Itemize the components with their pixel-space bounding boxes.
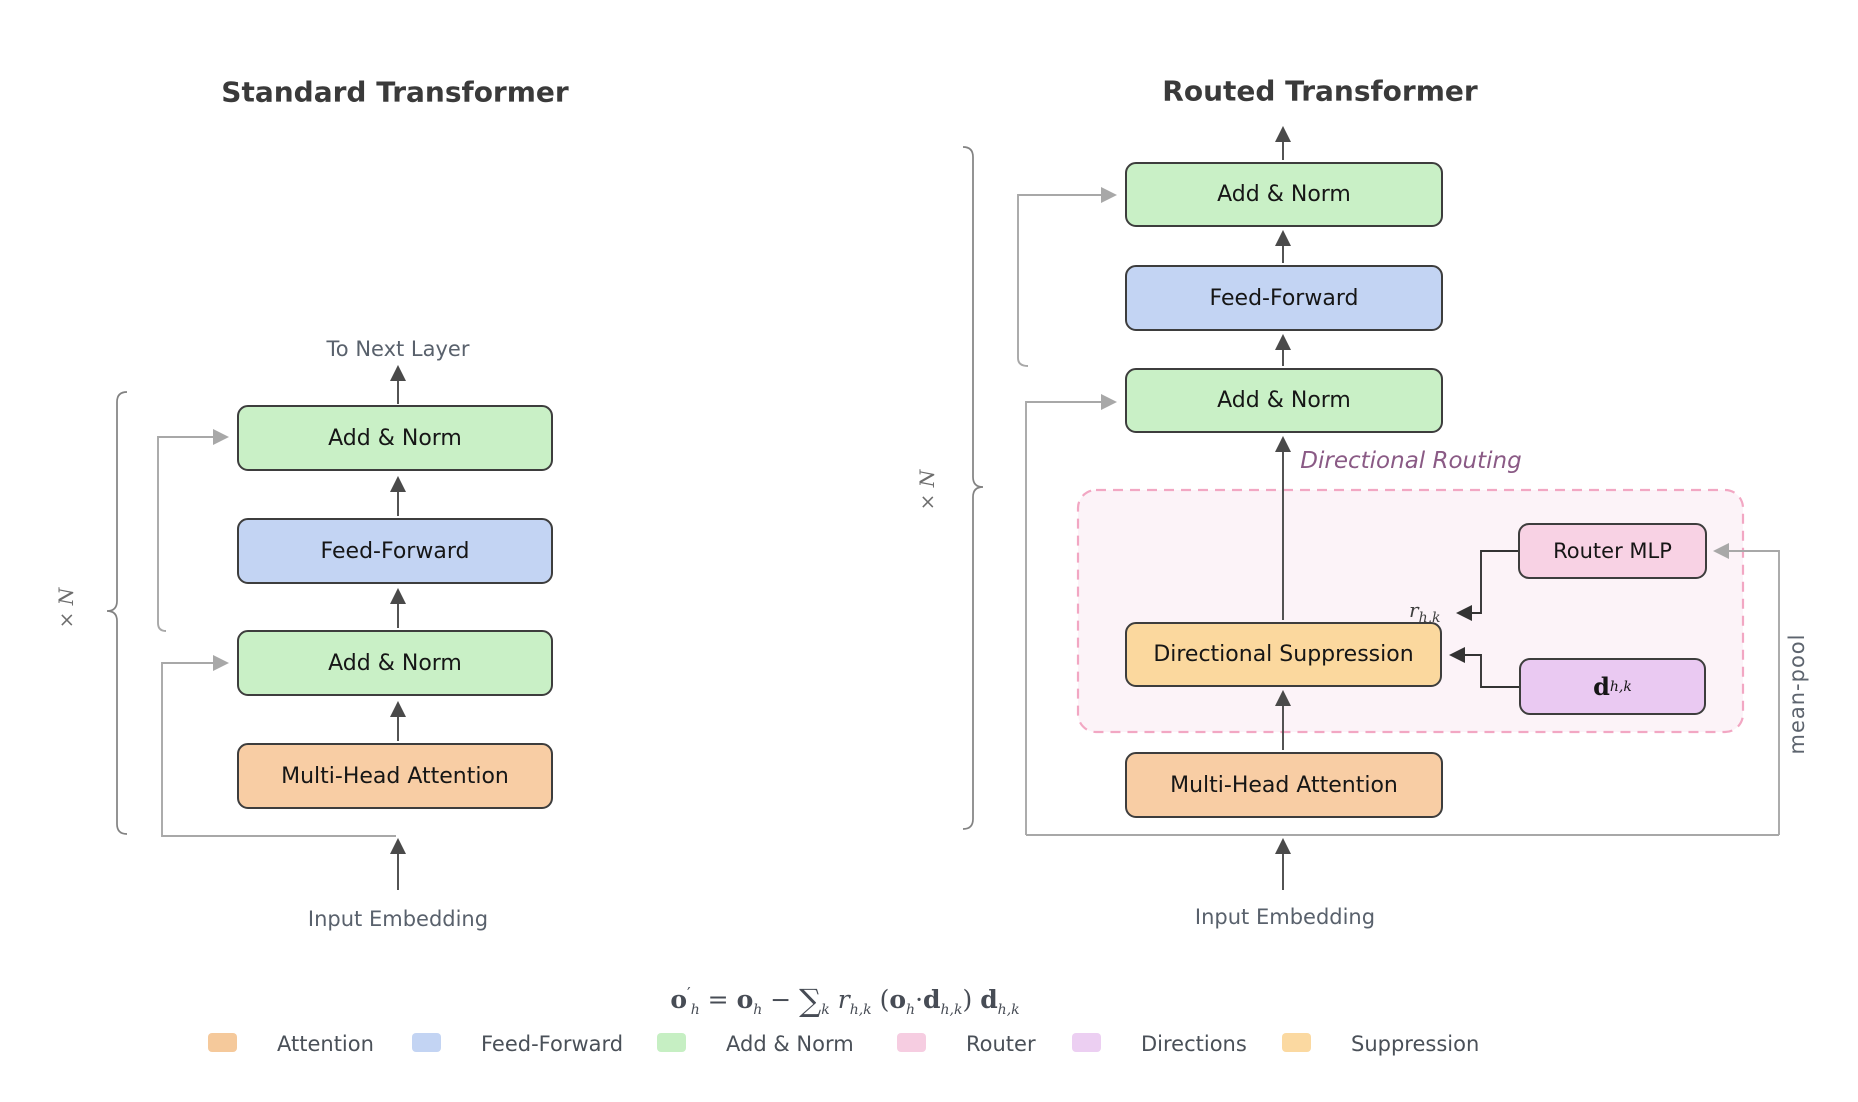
formula-r-subscript: h,k (849, 1002, 872, 1018)
right-add-norm-1-label: Add & Norm (1217, 182, 1351, 207)
formula-minus: − (770, 985, 792, 1014)
left-diagram-title: Standard Transformer (221, 75, 569, 109)
formula-close-paren: ) (962, 985, 973, 1014)
suppression-legend-label: Suppression (1351, 1032, 1480, 1056)
right-input-embedding-label: Input Embedding (1194, 905, 1376, 929)
right-add-norm-2-label: Add & Norm (1217, 388, 1351, 413)
left-input-embedding-label: Input Embedding (307, 907, 489, 931)
formula-d2-subscript: h,k (997, 1002, 1020, 1018)
router-mlp-label: Router MLP (1553, 539, 1672, 563)
formula-prime: ′ (687, 983, 691, 1003)
formula-dot: · (915, 985, 924, 1014)
directional-routing-label: Directional Routing (1300, 448, 1522, 474)
attention-legend-label: Attention (277, 1032, 374, 1056)
formula-sub-h3: h (906, 1002, 916, 1018)
formula-d1: d (923, 985, 941, 1014)
formula-open-paren: ( (879, 985, 890, 1014)
right-diagram-title: Routed Transformer (1162, 74, 1478, 108)
router-score-wire (1455, 550, 1518, 622)
left-add-norm-2-label: Add & Norm (328, 650, 462, 676)
formula-d1-subscript: h,k (940, 1002, 963, 1018)
directions-swatch (1072, 1033, 1101, 1052)
right-elbow-wires (1448, 550, 1519, 688)
formula-o2: o (736, 985, 754, 1014)
add-norm-legend-label: Add & Norm (726, 1032, 854, 1056)
to-next-layer-label: To Next Layer (326, 337, 470, 361)
feed-forward-legend-label: Feed-Forward (481, 1032, 624, 1056)
right-feed-forward-label: Feed-Forward (1209, 285, 1359, 311)
formula-o3: o (889, 985, 907, 1014)
directional-suppression-box: Directional Suppression (1125, 622, 1442, 687)
left-attention-label: Multi-Head Attention (281, 763, 509, 789)
formula-o-prime: o (670, 985, 688, 1014)
right-add-norm-2-box: Add & Norm (1125, 368, 1443, 433)
directions-legend-label: Directions (1141, 1032, 1247, 1056)
suppression-formula: o′h = oh − ∑k rh,k (oh·dh,k) dh,k (670, 980, 1020, 1019)
directions-symbol: d (1593, 672, 1610, 701)
router-score-subscript: h,k (1418, 610, 1441, 626)
left-add-norm-2-box: Add & Norm (237, 630, 553, 696)
suppression-swatch (1282, 1033, 1311, 1052)
router-score-symbol: r (1409, 598, 1419, 622)
formula-sub-h1: h (690, 1002, 700, 1018)
directional-suppression-label: Directional Suppression (1153, 642, 1414, 667)
left-add-norm-1-label: Add & Norm (328, 425, 462, 451)
router-swatch (897, 1033, 926, 1052)
right-residual-wires (1017, 186, 1780, 836)
router-mlp-box: Router MLP (1518, 523, 1707, 579)
right-loop-brace (962, 146, 984, 830)
formula-r: r (837, 985, 850, 1014)
formula-d2: d (980, 985, 998, 1014)
left-residual-wires (157, 428, 396, 837)
left-attention-box: Multi-Head Attention (237, 743, 553, 809)
mean-pool-label: mean-pool (1785, 633, 1809, 755)
formula-sum: ∑ (799, 983, 822, 1019)
left-feed-forward-box: Feed-Forward (237, 518, 553, 584)
router-score-label: rh,k (1409, 598, 1441, 626)
directions-wire (1448, 646, 1519, 688)
formula-sum-subscript: k (821, 1002, 830, 1018)
mean-pool-wire (1712, 542, 1780, 835)
left-add-norm-1-box: Add & Norm (237, 405, 553, 471)
left-loop-brace (106, 391, 128, 835)
formula-equals: = (707, 985, 729, 1014)
left-feed-forward-label: Feed-Forward (320, 538, 470, 564)
feed-forward-swatch (412, 1033, 441, 1052)
right-feed-forward-box: Feed-Forward (1125, 265, 1443, 331)
left-loop-count-label: × N (54, 587, 78, 629)
right-attention-label: Multi-Head Attention (1170, 772, 1398, 798)
directions-subscript: h,k (1609, 678, 1632, 695)
right-add-norm-1-box: Add & Norm (1125, 162, 1443, 227)
router-legend-label: Router (966, 1032, 1036, 1056)
add-norm-swatch (657, 1033, 686, 1052)
right-loop-count-label: × N (915, 469, 939, 511)
attention-swatch (208, 1033, 237, 1052)
right-attention-box: Multi-Head Attention (1125, 752, 1443, 818)
formula-sub-h2: h (753, 1002, 763, 1018)
